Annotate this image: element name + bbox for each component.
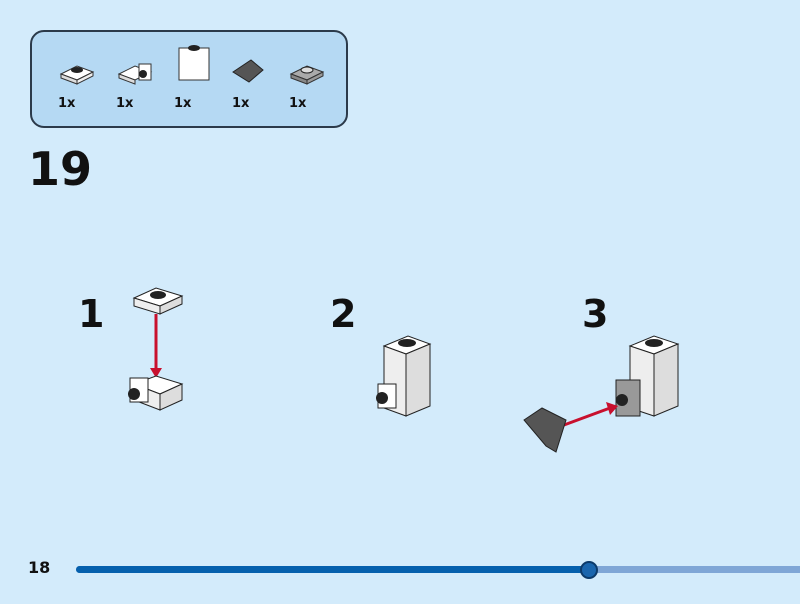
part-slope (224, 52, 274, 86)
part-gray-plate (282, 52, 332, 86)
dark-slope-icon (232, 59, 264, 83)
substep-2-number: 2 (330, 292, 357, 336)
white-brick-icon (178, 45, 210, 81)
white-plate-icon (59, 65, 95, 85)
part-qty: 1x (289, 96, 307, 111)
part-bracket (110, 52, 160, 86)
substep-1-number: 1 (78, 292, 105, 336)
gray-plate-icon (289, 65, 325, 85)
part-qty: 1x (174, 96, 192, 111)
progress-bar[interactable] (76, 561, 800, 579)
substep-1-illustration (128, 287, 184, 411)
part-qty: 1x (58, 96, 76, 111)
part-qty: 1x (232, 96, 250, 111)
page-number: 18 (28, 558, 51, 577)
substep-3-illustration (523, 335, 680, 453)
part-white-plate (52, 52, 102, 86)
bracket-icon (117, 63, 153, 85)
parts-list-panel: 1x 1x 1x 1x 1x (30, 30, 348, 128)
part-qty: 1x (116, 96, 134, 111)
progress-thumb[interactable] (579, 561, 598, 579)
part-brick (168, 38, 218, 86)
progress-fill (76, 566, 588, 573)
step-number: 19 (28, 142, 93, 196)
substep-3-number: 3 (582, 292, 609, 336)
substep-2-illustration (376, 335, 432, 417)
